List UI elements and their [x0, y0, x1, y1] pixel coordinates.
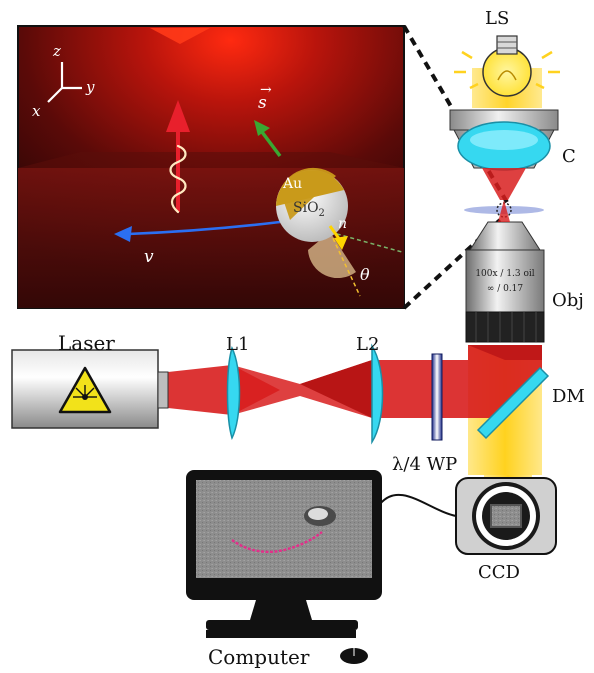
- keyboard-icon: [206, 630, 356, 638]
- spin-vector-arrowhead: →: [260, 82, 272, 98]
- lens-1: [226, 345, 241, 441]
- angle-label: θ: [360, 265, 370, 284]
- velocity-label: v: [144, 247, 154, 267]
- condenser-label: C: [562, 146, 576, 167]
- ccd-camera: [455, 477, 557, 555]
- camera-cable: [379, 493, 457, 517]
- normal-reference-line: [329, 231, 361, 297]
- mouse-icon: [340, 648, 368, 664]
- angle-wedge: [308, 232, 356, 279]
- velocity-arrow: [127, 220, 281, 236]
- dichroic-label: DM: [552, 386, 585, 407]
- laser-beam: [168, 345, 542, 418]
- spin-vector-label: s: [258, 93, 267, 113]
- objective-spec-line1: 100x / 1.3 oil: [475, 269, 534, 279]
- surface-reference-line: [329, 231, 403, 253]
- light-source-label: LS: [485, 8, 509, 29]
- inset-panel: z y x s → v θ Au SiO2: [17, 25, 405, 309]
- zoom-connector-bottom: [402, 218, 502, 310]
- velocity-arrowhead: [114, 226, 132, 242]
- dichroic-mirror: [476, 366, 550, 440]
- lens-2: [371, 343, 384, 445]
- condenser-lens: [449, 109, 559, 200]
- objective-lens: [465, 200, 545, 343]
- objective-spec-line2: ∞ / 0.17: [487, 284, 524, 294]
- particle-trajectory: [231, 531, 323, 554]
- ccd-sensor-grid: [490, 504, 522, 528]
- computer-label: Computer: [208, 645, 310, 669]
- axis-triad: [47, 62, 82, 103]
- janus-particle: [276, 167, 348, 242]
- quarter-waveplate: [431, 353, 443, 441]
- laser-source: [11, 349, 169, 429]
- laser-label: Laser: [58, 331, 115, 355]
- computer-monitor: [186, 470, 382, 630]
- camera-label: CCD: [478, 562, 520, 583]
- normal-vector-label: n: [338, 216, 347, 232]
- gold-cap-label: Au: [282, 176, 302, 192]
- objective-label: Obj: [552, 290, 584, 311]
- waveplate-label: λ/4 WP: [392, 454, 457, 475]
- normal-vector-arrow: [328, 225, 348, 250]
- angular-momentum-arrow: [166, 100, 190, 214]
- monitor-screen: [196, 480, 372, 578]
- axis-z-label: z: [52, 42, 61, 60]
- axis-x-label: x: [32, 102, 41, 120]
- lens-1-label: L1: [226, 334, 249, 355]
- spin-vector-arrow: [254, 120, 282, 158]
- lens-2-label: L2: [356, 334, 379, 355]
- light-bulb-icon: [454, 35, 560, 97]
- axis-y-label: y: [85, 78, 95, 96]
- silica-label: SiO2: [293, 200, 325, 219]
